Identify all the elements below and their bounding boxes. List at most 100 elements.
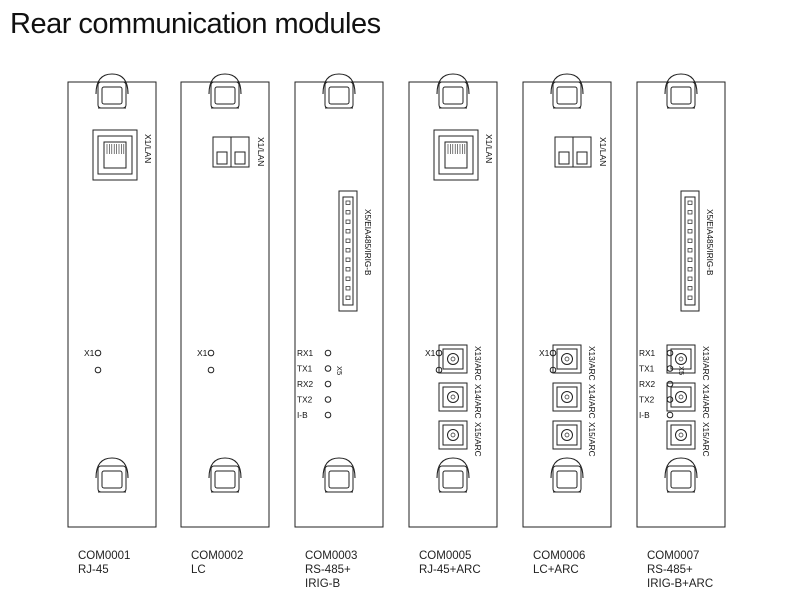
rj45-socket (438, 135, 474, 175)
arc-port: X14/ARC (666, 382, 711, 419)
latch-bottom (95, 457, 129, 493)
terminal-pin (687, 200, 693, 205)
lc-port: X1/LAN (212, 136, 266, 168)
led-label: TX1 (297, 364, 313, 374)
caption-line: COM0006 (533, 550, 586, 562)
arc-port-frame (438, 344, 468, 374)
latch-bottom (436, 457, 470, 493)
arc-port-frame (552, 344, 582, 374)
latch-top (550, 73, 584, 109)
arc-port-lens (675, 391, 687, 403)
latch-arc (664, 457, 698, 479)
arc-port-frame (552, 420, 582, 450)
arc-port: X14/ARC (438, 382, 483, 419)
latch-bottom (550, 457, 584, 493)
latch-arc (322, 73, 356, 95)
arc-port: X15/ARC (666, 420, 711, 457)
arc-port-lens (447, 429, 459, 441)
terminal-short-label: X5 (677, 366, 686, 375)
terminal-pin (687, 229, 693, 234)
arc-port-label: X15/ARC (701, 422, 711, 457)
latch-arc (664, 73, 698, 95)
latch-inner (556, 470, 578, 489)
latch-bottom (208, 457, 242, 493)
latch-arc (208, 73, 242, 95)
latch-arc (550, 457, 584, 479)
led-indicator (666, 396, 674, 403)
terminal-pin (345, 238, 351, 243)
caption-line: LC+ARC (533, 564, 579, 576)
led-indicator (94, 366, 102, 374)
latch-inner (442, 470, 464, 489)
caption-line: IRIG-B+ARC (647, 578, 714, 590)
caption-line: COM0007 (647, 550, 700, 562)
rj45-port: X1/LAN (92, 129, 153, 181)
terminal-pin (345, 276, 351, 281)
arc-port-socket (556, 424, 578, 446)
terminal-pin (345, 229, 351, 234)
terminal-pin (687, 238, 693, 243)
latch-bottom (322, 457, 356, 493)
caption-line: RS-485+ (647, 564, 693, 576)
caption-line: COM0002 (191, 550, 244, 562)
terminal-pin (345, 200, 351, 205)
arc-port: X15/ARC (438, 420, 483, 457)
led-label: I-B (297, 410, 308, 420)
latch-arc (322, 457, 356, 479)
lc-socket (216, 151, 228, 165)
rj45-frame (92, 129, 138, 181)
arc-port-socket (670, 348, 692, 370)
arc-port: X13/ARC (666, 344, 711, 381)
led-label: X1 (197, 348, 208, 358)
led-label: RX2 (639, 379, 656, 389)
led-label: X1 (425, 348, 436, 358)
led-indicator (324, 365, 332, 372)
terminal-short-label: X5 (335, 366, 344, 375)
latch-bottom (664, 457, 698, 493)
arc-port-frame (438, 420, 468, 450)
terminal-outer (338, 190, 358, 312)
arc-port-label: X13/ARC (701, 346, 711, 381)
rj45-port: X1/LAN (433, 129, 494, 181)
terminal-pin (345, 286, 351, 291)
caption-line: COM0003 (305, 550, 358, 562)
terminal-pin (687, 248, 693, 253)
terminal-inner (342, 196, 354, 306)
terminal-block: X5/EIA485/IRIG-B (680, 190, 714, 312)
arc-port-socket (442, 348, 464, 370)
led-indicator (666, 349, 674, 357)
arc-port-frame (666, 382, 696, 412)
terminal-pin (687, 295, 693, 300)
arc-port-socket (670, 386, 692, 408)
terminal-pin (345, 219, 351, 224)
arc-port-frame (552, 382, 582, 412)
latch-arc (95, 73, 129, 95)
arc-port-core (678, 356, 684, 362)
terminal-outer (680, 190, 700, 312)
module-board (522, 81, 612, 528)
arc-port-socket (442, 386, 464, 408)
latch-inner (670, 470, 692, 489)
caption-line: IRIG-B (305, 578, 341, 590)
connector-label: X1/LAN (143, 134, 153, 163)
arc-port-socket (556, 348, 578, 370)
led-indicator (207, 366, 215, 374)
terminal-inner (684, 196, 696, 306)
latch-inner (442, 86, 464, 105)
arc-port-frame (666, 420, 696, 450)
arc-port-socket (442, 424, 464, 446)
connector-label: X1/LAN (484, 134, 494, 163)
latch-inner (214, 86, 236, 105)
arc-port-lens (447, 391, 459, 403)
rj45-cavity (103, 141, 127, 169)
terminal-label: X5/EIA485/IRIG-B (363, 209, 372, 276)
arc-port-core (678, 394, 684, 400)
terminal-block: X5/EIA485/IRIG-B (338, 190, 372, 312)
